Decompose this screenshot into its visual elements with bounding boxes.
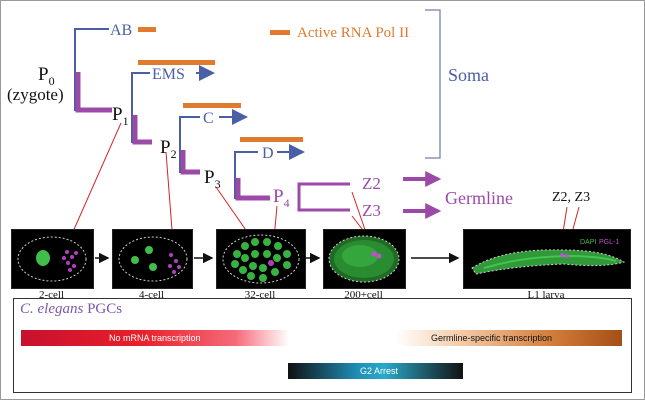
- pgc-timeline-title: C. elegans PGCs: [20, 301, 123, 317]
- label-soma: Soma: [448, 65, 489, 85]
- panel-2cell: [11, 229, 94, 289]
- legend-label: Active RNA Pol II: [297, 25, 409, 41]
- embryo-200cell-image: [328, 235, 400, 283]
- embryo-2cell-image: [17, 236, 87, 282]
- pointer-p2: [165, 151, 174, 244]
- label-zygote: (zygote): [7, 85, 64, 104]
- label-z3: Z3: [362, 201, 381, 220]
- label-ab: AB: [110, 22, 132, 39]
- label-p1: P1: [112, 104, 129, 128]
- germline-transcription-bar: Germline-specific transcription: [396, 330, 622, 346]
- label-d: D: [262, 145, 274, 162]
- larva-image: DAPI PGL-1: [471, 239, 626, 275]
- germline-bar-p3: [235, 178, 270, 201]
- stain-pgl-label: PGL-1: [599, 239, 619, 246]
- g2-arrest-label: G2 Arrest: [360, 366, 399, 376]
- panel-l1-larva: DAPI PGL-1: [463, 229, 631, 289]
- legend-swatch: [270, 30, 290, 35]
- panel-32cell: [216, 229, 306, 289]
- label-p3: P3: [204, 167, 221, 191]
- no-mrna-bar: No mRNA transcription: [21, 330, 289, 346]
- label-p0: P0: [38, 64, 55, 88]
- stain-dapi-label: DAPI: [580, 239, 596, 246]
- pointer-p1: [67, 122, 122, 244]
- embryo-4cell-image: [118, 236, 188, 282]
- pol-bar-ab: [138, 27, 156, 32]
- pol-bar-ems: [138, 60, 215, 65]
- label-z2: Z2: [362, 174, 381, 193]
- germline-bar-p1: [132, 115, 152, 145]
- panel-200cell: [323, 229, 406, 289]
- label-p2: P2: [160, 137, 177, 161]
- panel-4cell: [112, 229, 193, 289]
- label-c: C: [203, 110, 214, 127]
- pol-bar-c: [183, 103, 241, 108]
- label-z2z3: Z2, Z3: [552, 190, 590, 205]
- label-germline: Germline: [445, 188, 513, 208]
- embryo-32cell-image: [222, 234, 300, 284]
- germline-transcription-label: Germline-specific transcription: [431, 333, 553, 343]
- germline-bar-p2: [180, 150, 200, 175]
- label-p4: P4: [273, 186, 290, 210]
- germline-bar-p0: [75, 72, 112, 113]
- no-mrna-label: No mRNA transcription: [109, 333, 201, 343]
- g2-arrest-bar: G2 Arrest: [288, 363, 463, 379]
- p4-bracket: [297, 182, 350, 212]
- pol-bar-d: [240, 137, 303, 142]
- soma-bracket: [425, 9, 441, 159]
- label-ems: EMS: [152, 66, 185, 83]
